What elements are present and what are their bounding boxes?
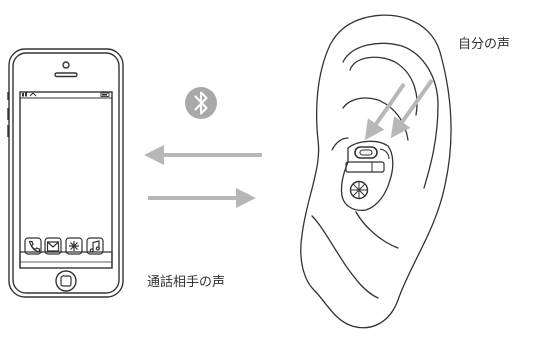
bluetooth-icon [185,87,217,119]
own-voice-label: 自分の声 [458,37,511,52]
own-voice-arrow-left [364,82,406,141]
compass-icon [65,237,83,255]
own-voice-arrow-right [390,78,434,139]
phone-icon [24,237,42,255]
music-icon [86,237,104,255]
mail-icon [44,237,62,255]
smartphone-icon [7,48,124,298]
caller-voice-label: 通話相手の声 [147,275,226,290]
earbud-icon [340,140,394,212]
ear-outline [300,14,452,329]
status-bar [22,92,110,97]
